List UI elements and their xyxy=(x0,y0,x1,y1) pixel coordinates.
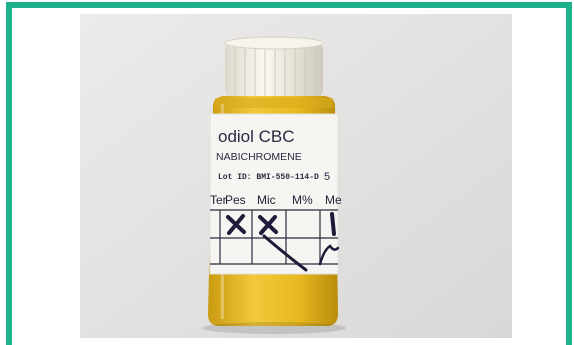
label-grid xyxy=(210,209,338,265)
vial-illustration: odiol CBC NABICHROMENE Lot ID: BMI-550-1… xyxy=(80,14,512,338)
vial-shadow xyxy=(202,322,346,334)
label-compound-text: NABICHROMENE xyxy=(216,151,302,163)
tick-mark xyxy=(330,212,336,236)
check-stroke xyxy=(262,234,308,272)
product-photo: odiol CBC NABICHROMENE Lot ID: BMI-550-1… xyxy=(80,14,512,338)
vial-cap xyxy=(224,36,324,98)
x-mark xyxy=(258,215,278,235)
label-grid-headers: Ter Pes Mic M% Me xyxy=(210,193,342,207)
handwritten-marks xyxy=(226,212,340,272)
grid-header: Pes xyxy=(225,193,246,207)
vial-label xyxy=(209,113,339,275)
grid-header: Ter xyxy=(210,193,227,207)
grid-header: Me xyxy=(325,193,342,207)
label-brand-text: odiol CBC xyxy=(218,127,295,146)
grid-header: M% xyxy=(292,193,313,207)
tick-mark xyxy=(318,244,340,266)
grid-header: Mic xyxy=(257,193,276,207)
label-lot-text: Lot ID: BMI-550-114-D xyxy=(218,173,319,182)
x-mark xyxy=(226,214,246,235)
label-size-mark: 5 xyxy=(324,171,330,183)
